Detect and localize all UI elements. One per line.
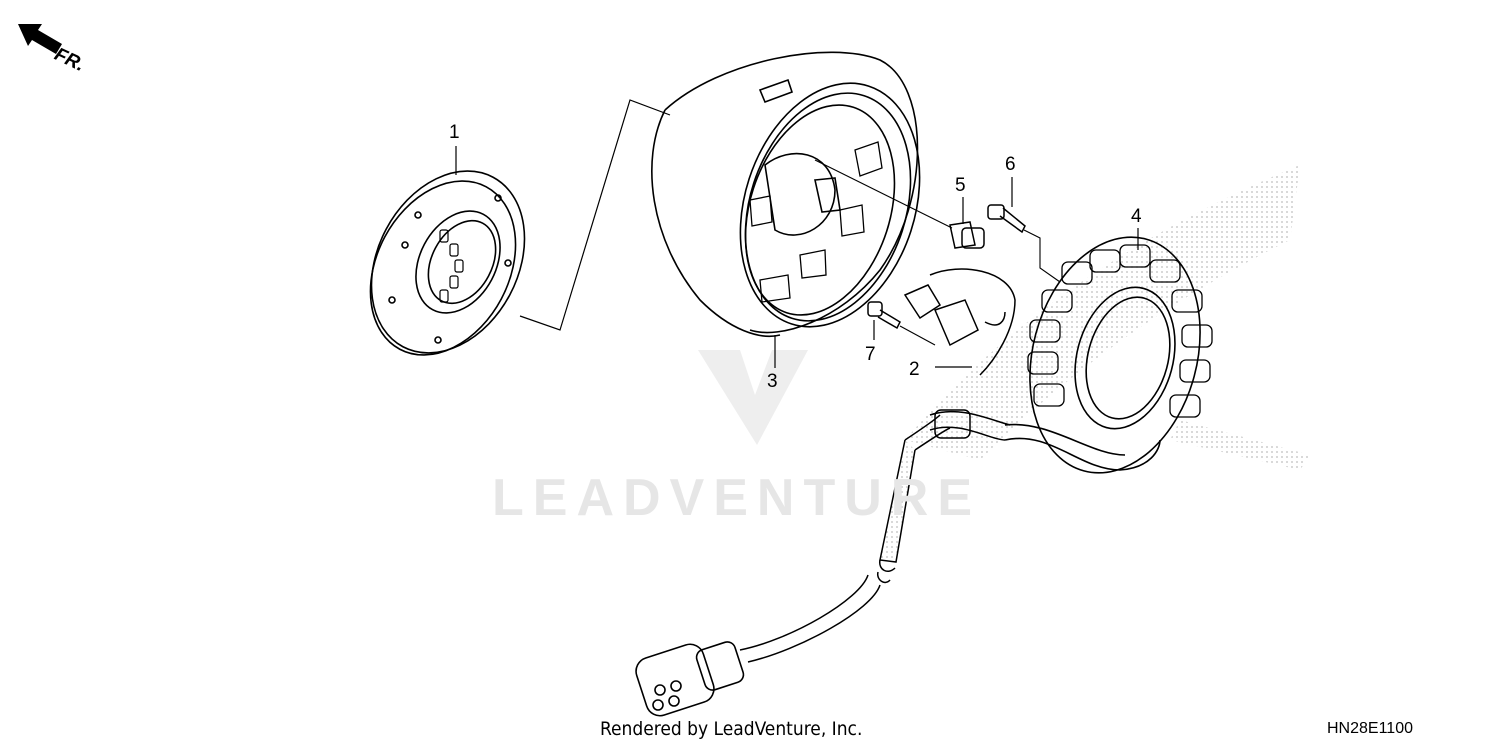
callout-3: 3 [767, 371, 778, 392]
leader-line-7-axis [899, 325, 936, 346]
callout-7: 7 [865, 344, 876, 365]
leadventure-logo-watermark [698, 350, 808, 445]
callout-4: 4 [1131, 206, 1142, 227]
diagram-code: HN28E1100 [1327, 720, 1413, 737]
part-4-stator [1004, 236, 1213, 474]
part-2-pulse-generator [903, 268, 1016, 376]
watermark-text: LEADVENTURE [492, 469, 982, 527]
callout-5: 5 [955, 175, 966, 196]
front-direction-arrow-icon [18, 24, 62, 54]
callout-2: 2 [909, 359, 920, 380]
part-7-bolt [867, 301, 901, 330]
leader-line-6-axis [1023, 229, 1061, 283]
callout-6: 6 [1005, 154, 1016, 175]
part-5-bolt [949, 221, 985, 249]
part-6-bolt [987, 204, 1026, 234]
part-3-flywheel [651, 51, 921, 337]
brand-wing-halftone [905, 165, 1310, 470]
assembly-bracket-line [519, 99, 671, 331]
electrical-coupler-icon [635, 641, 745, 717]
wire-harness [739, 409, 1011, 663]
leader-line-5-axis [814, 159, 953, 229]
footer-credit: Rendered by LeadVenture, Inc. [600, 718, 863, 740]
callout-1: 1 [449, 122, 460, 143]
part-1-starter-clutch [369, 170, 526, 356]
